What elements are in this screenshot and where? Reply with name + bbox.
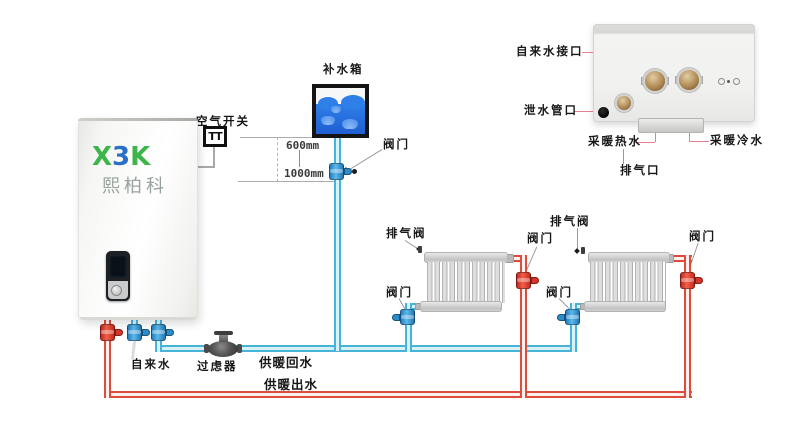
pipe-radiator2-return-riser	[570, 303, 577, 352]
valve-label-radiator1-return: 阀门	[386, 285, 413, 299]
air-switch-breaker: TT	[203, 126, 227, 147]
pipe-radiator1-supply-stub	[503, 255, 527, 262]
drain-port	[598, 107, 609, 118]
brand-logo: X3K	[92, 142, 151, 172]
wall-hung-boiler: X3K 熙柏科	[78, 118, 198, 320]
valve-label-radiator2-return: 阀门	[546, 285, 573, 299]
pipe-boiler-supply-drop	[104, 316, 111, 398]
valve-label-radiator1-supply: 阀门	[527, 231, 554, 245]
filter-handle	[214, 331, 233, 335]
air-switch-wire	[196, 166, 215, 168]
radiator2-bottom-header	[584, 301, 666, 312]
tap-water-label: 自来水	[131, 357, 172, 371]
leader-radiator1-supply-valve	[525, 246, 538, 272]
exhaust-port-label: 排气口	[620, 163, 661, 177]
boiler-return-valve	[151, 324, 174, 341]
pipe-heating-return-horizontal	[155, 345, 576, 352]
air-switch-label: 空气开关	[196, 114, 250, 128]
dimension-line-bottom	[238, 181, 334, 182]
make-up-water-tank	[312, 84, 369, 138]
filter-body	[208, 341, 238, 357]
filter-nub-right	[237, 344, 242, 353]
radiator1-return-valve	[392, 309, 415, 325]
dimension-1000mm: 1000mm	[284, 167, 324, 180]
boiler-bottom-detail-view	[593, 24, 755, 122]
filter-label: 过虑器	[197, 359, 238, 373]
heating-return-label: 供暖回水	[259, 355, 314, 370]
dimension-line-top	[240, 137, 318, 138]
dimension-extension-line	[277, 137, 278, 182]
radiator1-air-vent	[418, 246, 422, 253]
tap-water-valve	[127, 324, 150, 341]
heating-supply-label: 供暖出水	[264, 377, 319, 392]
leader-heating-cold	[689, 141, 709, 142]
pipe-radiator1-return-riser	[405, 303, 412, 352]
air-vent-label-radiator2: 排气阀	[550, 214, 591, 228]
panel-marking	[727, 80, 730, 83]
air-switch-wire	[213, 147, 215, 167]
drain-port-label: 泄水管口	[524, 103, 578, 117]
heating-cold-water-label: 采暖冷水	[710, 133, 764, 147]
fitting-tab	[641, 77, 646, 85]
tank-pipe-valve	[329, 163, 357, 180]
radiator2-fins	[590, 262, 666, 303]
boiler-display	[109, 255, 127, 278]
radiator2-supply-valve	[680, 272, 703, 289]
pipe-tank-drop	[334, 138, 341, 351]
dimension-tick	[299, 150, 300, 167]
tank-label: 补水箱	[323, 62, 364, 76]
radiator2-return-valve	[557, 309, 580, 325]
pipe-tap-water-stub	[131, 316, 138, 328]
heating-cold-water-port	[679, 70, 699, 90]
pipe-heating-supply-horizontal	[104, 391, 692, 398]
panel-marking	[718, 78, 725, 85]
air-vent-label-radiator1: 排气阀	[386, 226, 427, 240]
radiator1-fins	[427, 262, 505, 303]
valve-label-radiator2-supply: 阀门	[689, 229, 716, 243]
heating-hot-water-label: 采暖热水	[588, 134, 642, 148]
leader-arrow	[574, 248, 580, 254]
leader-drain-port	[574, 111, 596, 112]
radiator1-supply-valve	[516, 272, 539, 289]
boiler-dial	[111, 285, 122, 296]
boiler-supply-valve	[100, 324, 123, 341]
radiator1-top-header	[424, 252, 508, 263]
tank-water-bump	[321, 116, 335, 125]
heating-hot-water-port	[645, 71, 665, 91]
pipe-radiator2-supply-riser	[684, 255, 691, 398]
valve-label-tank: 阀门	[383, 137, 410, 151]
leader-radiator2-vent	[577, 228, 578, 250]
brand-name-cn: 熙柏科	[102, 176, 168, 197]
filter-nub-left	[204, 344, 209, 353]
dimension-600mm: 600mm	[286, 139, 320, 152]
tap-water-port-label: 自来水接口	[516, 44, 584, 58]
filter-cap	[219, 334, 228, 342]
radiator1-top-fitting	[502, 254, 514, 263]
boiler-control-panel	[106, 251, 130, 301]
fitting-tab	[698, 76, 703, 84]
radiator2-top-header	[588, 252, 670, 263]
pipe-radiator1-supply-riser	[520, 255, 527, 398]
tank-water-bump	[331, 106, 341, 113]
radiator1-bottom-header	[420, 301, 502, 312]
radiator2-air-vent	[581, 247, 585, 254]
panel-marking	[733, 78, 740, 85]
fitting-tab	[664, 77, 669, 85]
leader-exhaust-port	[623, 149, 624, 164]
leader-tank-valve	[347, 149, 383, 171]
tap-water-port	[617, 96, 631, 110]
tank-water-bump	[342, 119, 358, 129]
fitting-tab	[675, 76, 680, 84]
leader-heating-hot	[634, 142, 655, 143]
mounting-bracket	[638, 118, 704, 133]
pipe-radiator2-supply-stub	[664, 255, 692, 262]
tank-water	[316, 95, 365, 134]
